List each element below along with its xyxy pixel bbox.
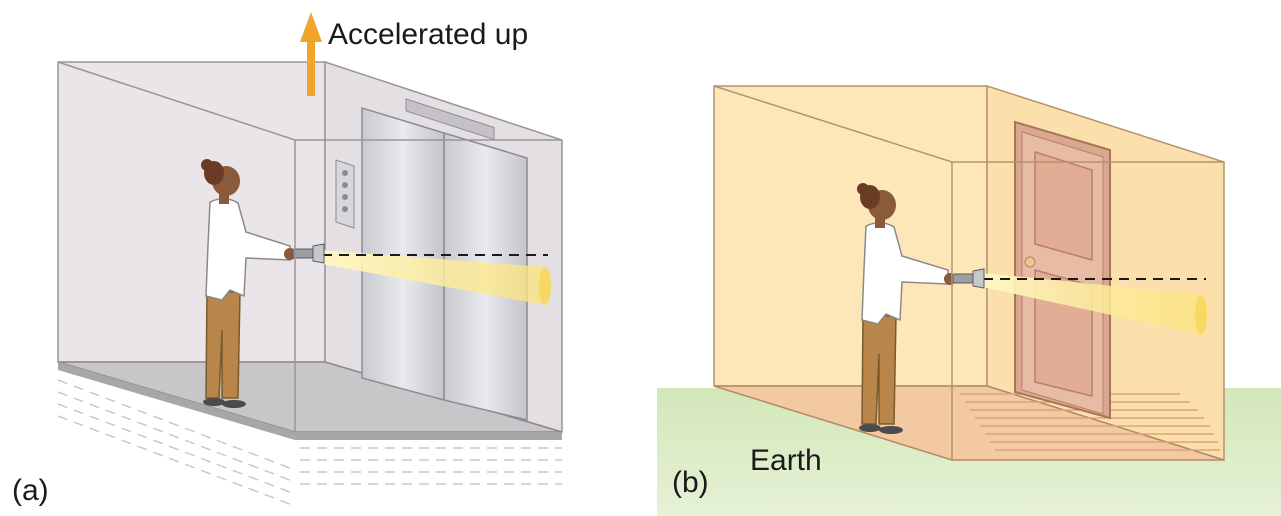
elevator-front-frame: [57, 61, 562, 432]
panel-b-label: (b): [672, 466, 709, 499]
beam-end-a: [539, 267, 551, 305]
flashlight-icon: [952, 268, 985, 289]
earth-label: Earth: [750, 444, 822, 477]
light-beam-a: [322, 250, 545, 305]
beam-end-b: [1195, 295, 1207, 335]
panel-a-label: (a): [12, 474, 49, 507]
door-indicator-bar: [405, 98, 495, 141]
elevator-floor-edge: [58, 362, 562, 440]
woman-figure-a: [201, 159, 325, 408]
elevator-left-wall: [57, 61, 326, 363]
motion-lines: [57, 379, 562, 507]
woman-figure-b: [857, 183, 985, 434]
room-front-frame: [713, 85, 1224, 460]
light-beam-b: [983, 273, 1203, 335]
up-arrow-icon: [300, 12, 322, 96]
elevator-button-panel: [335, 159, 355, 229]
acceleration-label: Accelerated up: [328, 18, 528, 51]
floor-boards: [960, 393, 1220, 451]
room-left-wall: [713, 85, 988, 387]
panel-a: Accelerated up (a): [12, 12, 563, 507]
flashlight-icon: [292, 243, 325, 264]
room-door: [1014, 120, 1111, 420]
panel-b: Earth (b): [657, 84, 1281, 516]
